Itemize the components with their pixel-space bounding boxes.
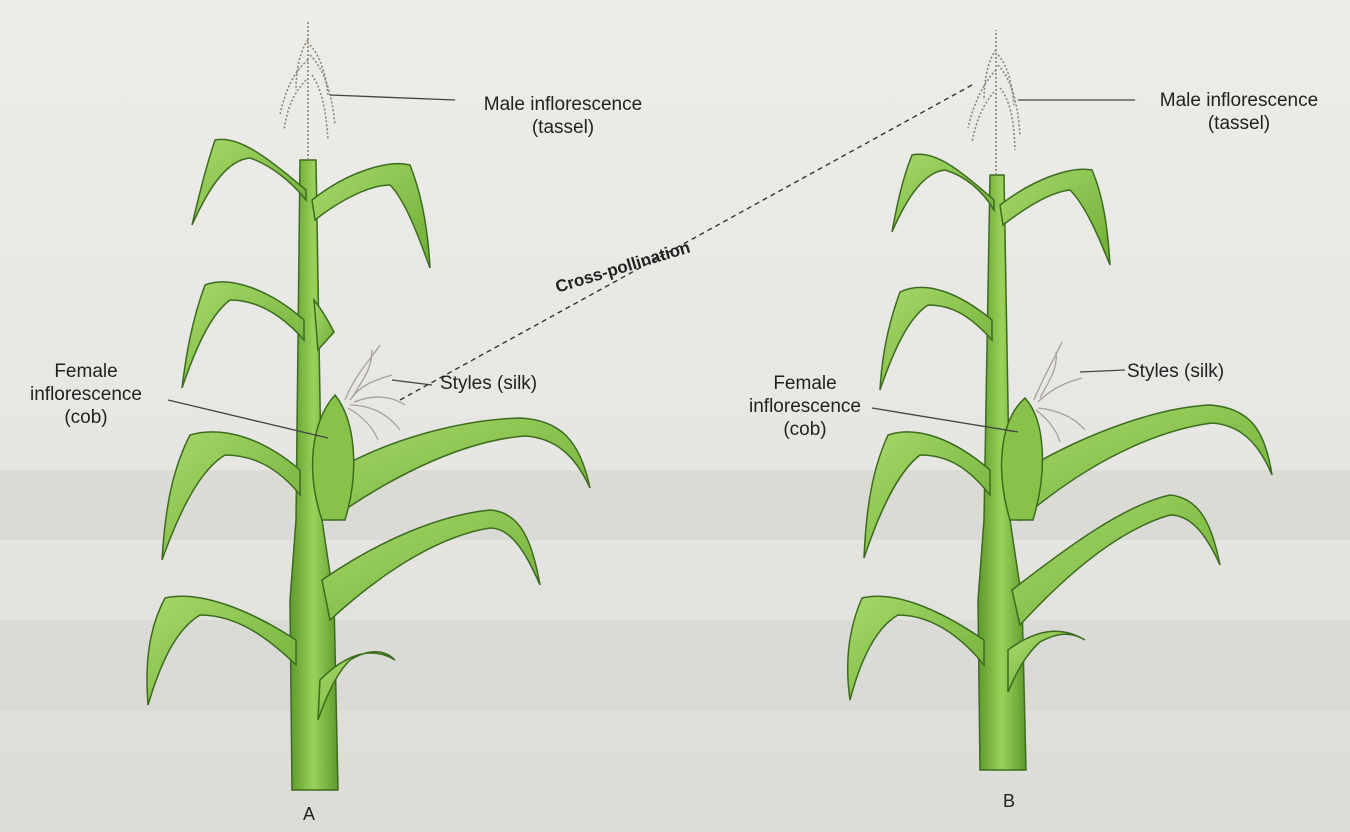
plant-b-leaf xyxy=(1000,169,1110,265)
plant-b-styles-label: Styles (silk) xyxy=(1127,360,1224,383)
plant-a-leaf xyxy=(147,596,296,705)
plant-a-leaf xyxy=(322,510,540,620)
plant-b-female-label-line2: inflorescence xyxy=(730,395,880,418)
plant-b xyxy=(848,30,1272,770)
plant-b-female-label-line3: (cob) xyxy=(730,418,880,441)
plant-b-leaf xyxy=(848,596,984,700)
plant-a-female-label-line1: Female xyxy=(0,360,172,383)
plant-a-female-label-line2: inflorescence xyxy=(0,383,172,406)
plant-b-leaf xyxy=(892,154,994,232)
plant-b-male-label: Male inflorescence (tassel) xyxy=(1136,89,1342,135)
plant-b-leaf xyxy=(1008,405,1272,520)
plant-b-female-label: Female inflorescence (cob) xyxy=(730,372,880,441)
plant-a-male-label: Male inflorescence (tassel) xyxy=(458,93,668,139)
plant-a-female-label: Female inflorescence (cob) xyxy=(0,360,172,429)
plant-a-leaf xyxy=(192,139,306,225)
plant-b-leaf xyxy=(880,287,992,390)
plant-a-styles-label-line xyxy=(392,380,432,385)
plant-b-styles-label-line xyxy=(1080,370,1125,372)
plant-b-female-label-line1: Female xyxy=(730,372,880,395)
plant-a-leaf xyxy=(312,164,430,268)
plant-b-letter: B xyxy=(1003,790,1015,813)
plant-a-leaf xyxy=(162,432,300,560)
plant-b-male-label-line1: Male inflorescence xyxy=(1136,89,1342,112)
plant-a-male-label-line1: Male inflorescence xyxy=(458,93,668,116)
plant-a-leaf xyxy=(320,418,590,520)
plant-a-styles-label: Styles (silk) xyxy=(440,372,537,395)
plant-b-silk xyxy=(1034,342,1085,442)
plant-a-leaf xyxy=(314,300,334,350)
plant-a-leaf xyxy=(182,282,304,388)
plant-a-male-label-line2: (tassel) xyxy=(458,116,668,139)
plant-a-silk xyxy=(345,345,405,440)
plant-b-leaf xyxy=(1012,495,1220,625)
plant-b-leaf xyxy=(864,432,990,558)
plant-a-letter: A xyxy=(303,803,315,826)
plant-b-male-label-line2: (tassel) xyxy=(1136,112,1342,135)
plant-a-male-label-line xyxy=(330,95,455,100)
plant-b-tassel xyxy=(968,30,1020,175)
plant-a-tassel xyxy=(280,20,335,160)
plant-a-female-label-line3: (cob) xyxy=(0,406,172,429)
